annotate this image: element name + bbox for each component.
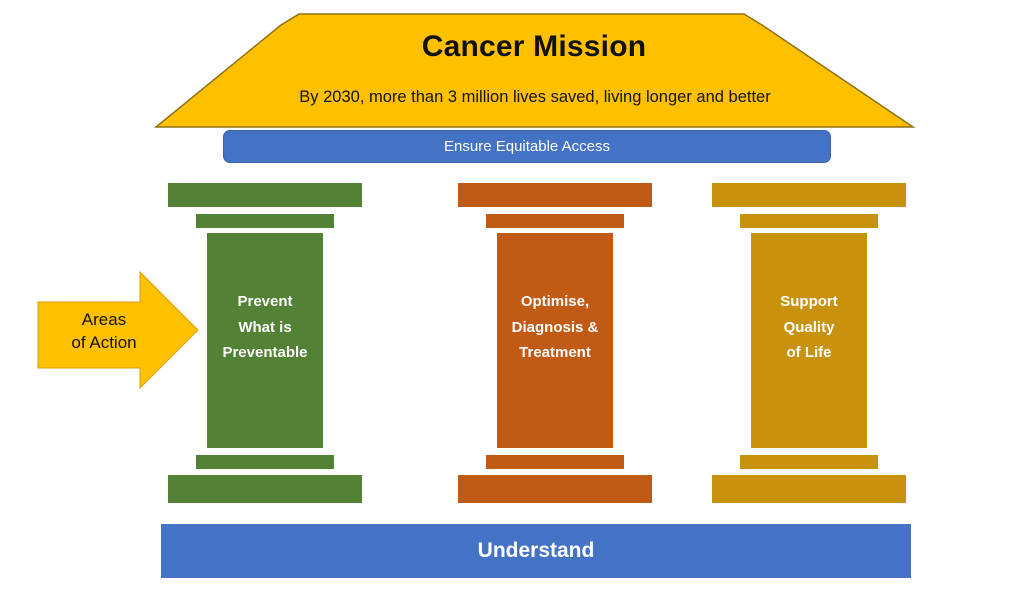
pillar-diagnosis-treatment: Optimise, Diagnosis & Treatment <box>458 183 652 503</box>
pillar-prevention-neck-bottom <box>196 455 334 469</box>
areas-of-action-line-1: Areas <box>81 310 127 329</box>
pillar-quality-capital <box>712 183 906 207</box>
pillar-prevention-line-2: What is <box>238 318 292 336</box>
pillar-quality-line-2: Quality <box>783 318 835 336</box>
ensure-equitable-access-beam: Ensure Equitable Access <box>223 130 831 163</box>
pillar-diagnosis-neck-top <box>486 214 624 228</box>
pillar-diagnosis-base <box>458 475 652 503</box>
pillar-diagnosis-line-1: Optimise, <box>520 293 590 311</box>
understand-beam: Understand <box>161 524 911 578</box>
areas-of-action-arrow <box>37 270 199 390</box>
pillar-quality-of-life: Support Quality of Life <box>712 183 906 503</box>
pillar-diagnosis-line-2: Diagnosis & <box>511 318 599 336</box>
roof-pediment <box>153 13 916 128</box>
areas-of-action-line-2: of Action <box>71 333 137 352</box>
roof-shape <box>153 13 916 128</box>
pillar-prevention-neck-top <box>196 214 334 228</box>
ensure-equitable-access-label: Ensure Equitable Access <box>444 138 610 155</box>
pillar-diagnosis-line-3: Treatment <box>519 344 591 362</box>
pillar-prevention: Prevent What is Preventable <box>168 183 362 503</box>
areas-of-action-label: Areas of Action <box>46 308 162 354</box>
pillar-quality-shaft: Support Quality of Life <box>751 233 867 448</box>
pillar-diagnosis-capital <box>458 183 652 207</box>
pillar-prevention-base <box>168 475 362 503</box>
arrow-shape <box>37 270 199 390</box>
pillar-diagnosis-neck-bottom <box>486 455 624 469</box>
pillar-quality-neck-top <box>740 214 878 228</box>
pillar-prevention-capital <box>168 183 362 207</box>
pillar-quality-base <box>712 475 906 503</box>
pillar-diagnosis-shaft: Optimise, Diagnosis & Treatment <box>497 233 613 448</box>
understand-label: Understand <box>477 539 595 562</box>
diagram-title: Cancer Mission <box>421 30 647 63</box>
pillar-prevention-line-3: Preventable <box>222 344 308 362</box>
pillar-quality-neck-bottom <box>740 455 878 469</box>
diagram-subtitle: By 2030, more than 3 million lives saved… <box>299 88 771 106</box>
pillar-quality-line-1: Support <box>780 293 838 311</box>
pillar-quality-line-3: of Life <box>786 344 832 362</box>
pillar-prevention-line-1: Prevent <box>237 293 293 311</box>
pillar-prevention-shaft: Prevent What is Preventable <box>207 233 323 448</box>
